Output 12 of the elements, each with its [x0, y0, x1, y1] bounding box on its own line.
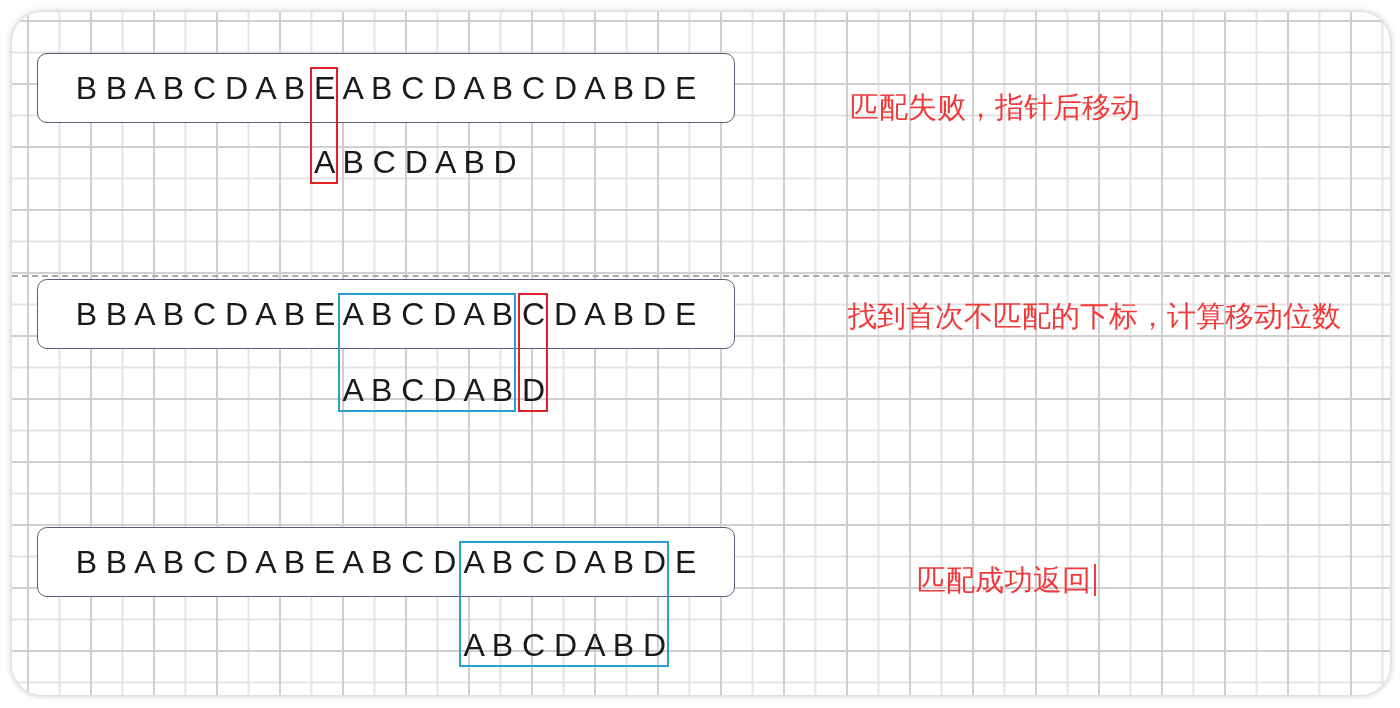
- note-text: 匹配失败，指针后移动: [850, 90, 1140, 125]
- letter-sequence: B B A B C D A B E A B C D A B C D A B D E: [75, 69, 697, 107]
- rounded-text-box: [37, 53, 735, 123]
- letter-sequence: B B A B C D A B E A B C D A B C D A B D E: [75, 295, 697, 333]
- letter-sequence: B B A B C D A B E A B C D A B C D A B D E: [75, 543, 697, 581]
- rounded-text-box: [37, 527, 735, 597]
- pattern-string: A B C D A B D: [463, 626, 667, 664]
- note-text: 找到首次不匹配的下标，计算移动位数: [848, 299, 1341, 334]
- pattern-string: A B C D A B D: [313, 143, 517, 181]
- note-text: 匹配成功返回: [917, 563, 1091, 598]
- rounded-text-box: [37, 279, 735, 349]
- pattern-string: A B C D A B D: [342, 371, 546, 409]
